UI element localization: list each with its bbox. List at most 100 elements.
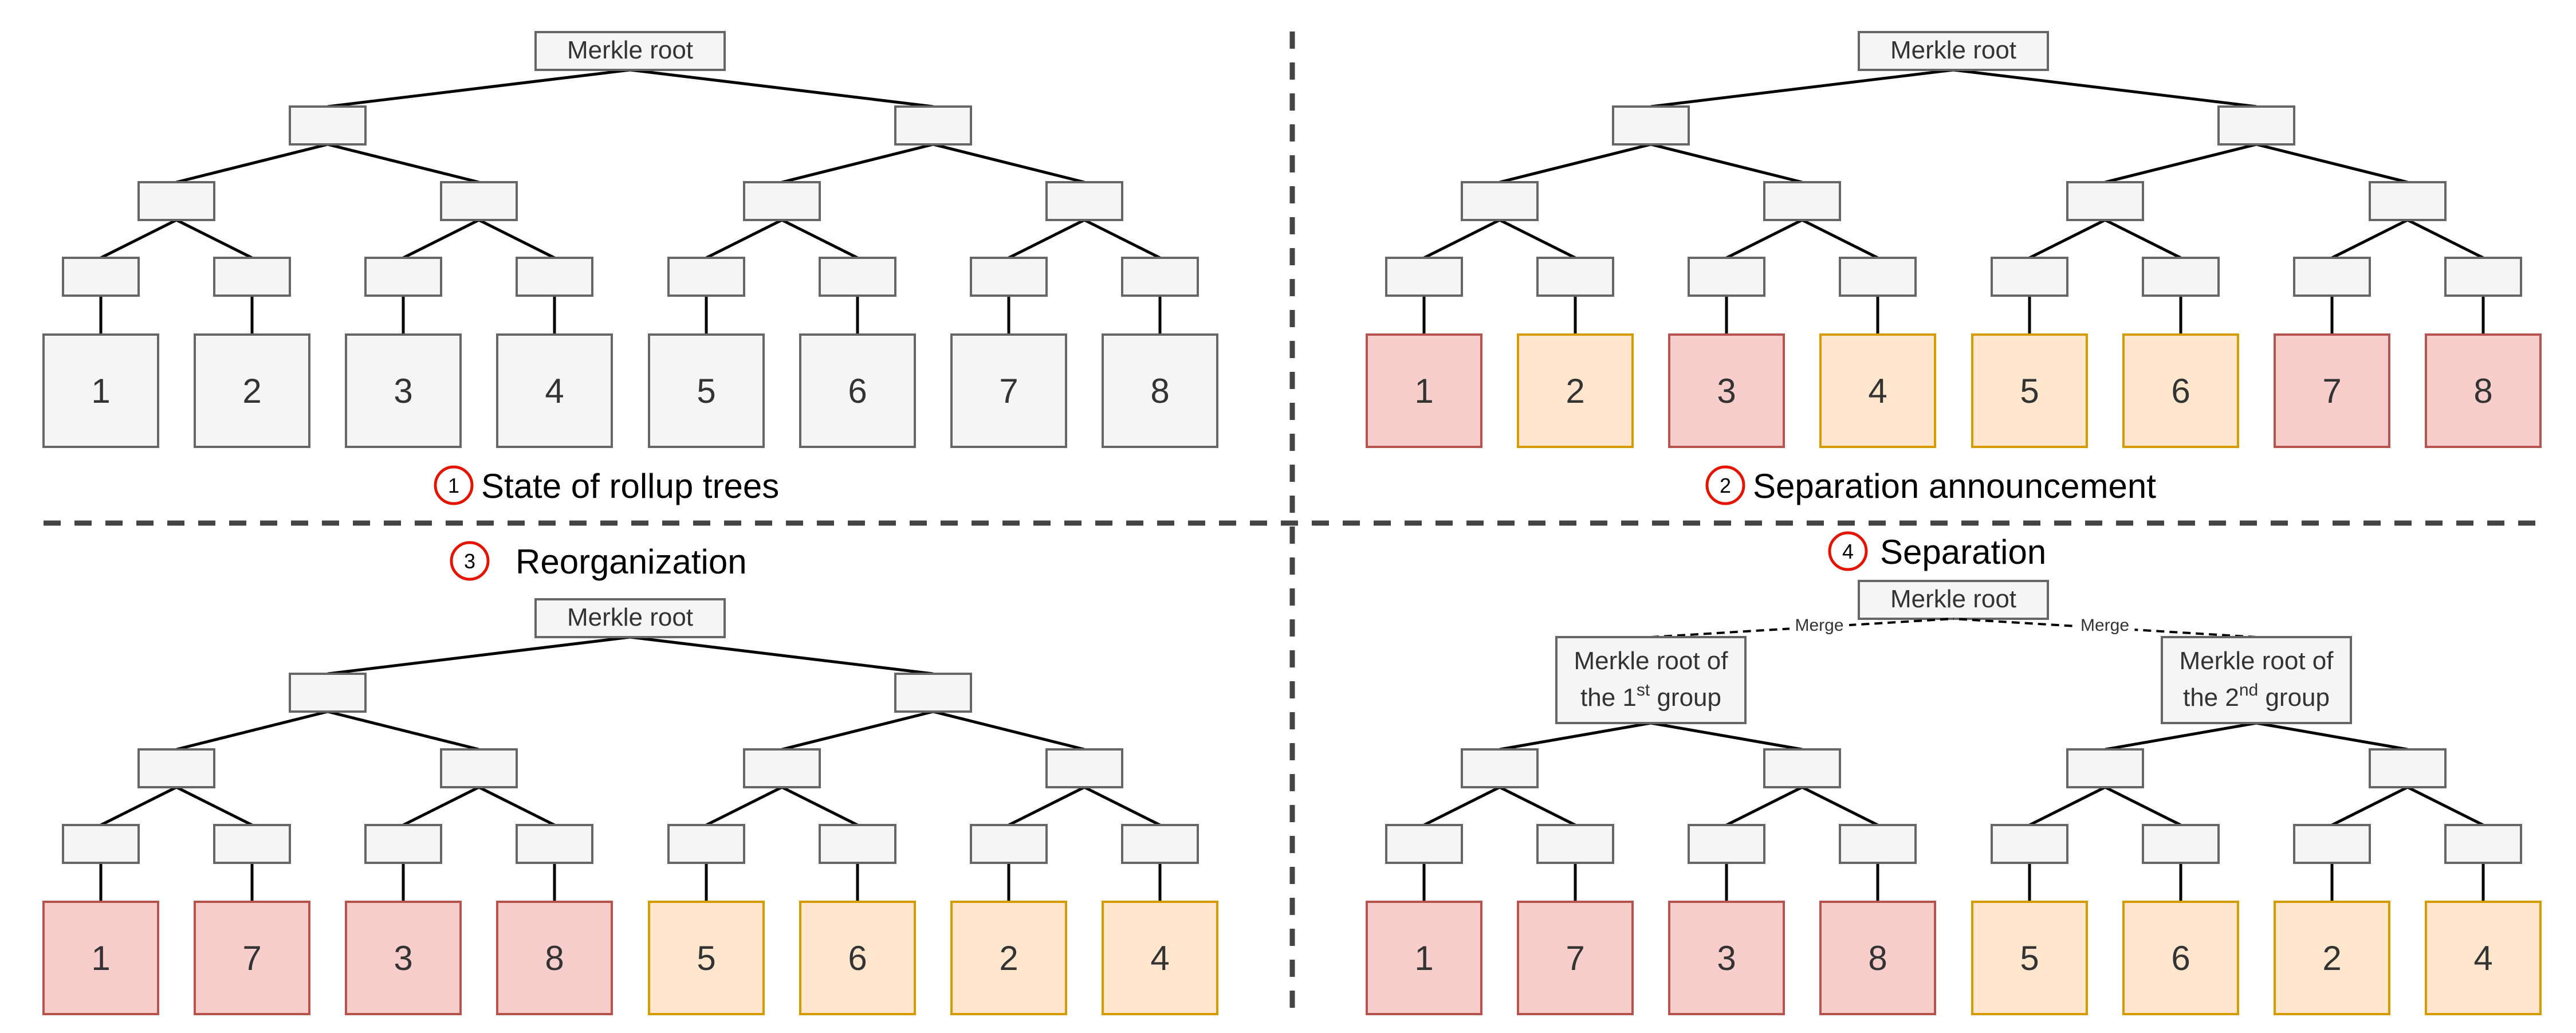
tree-edges <box>99 68 1162 335</box>
tree-node-level3 <box>1839 824 1917 864</box>
tree-node-level3 <box>819 824 896 864</box>
leaf-label: 1 <box>1414 939 1433 977</box>
tree-node-level1 <box>2217 105 2295 146</box>
leaf-label: 3 <box>1717 372 1736 410</box>
leaf-node-2 <box>2274 901 2390 1015</box>
tree-node-level3 <box>2293 257 2371 297</box>
group-root-line2-suffix: group <box>2258 684 2330 712</box>
tree-node-level3 <box>1385 824 1463 864</box>
leaf-label: 4 <box>1868 372 1887 410</box>
edge-l1-l2 <box>1650 143 1803 184</box>
leaf-label: 4 <box>1150 939 1169 977</box>
tree-node-level3 <box>364 824 442 864</box>
tree-node-level2 <box>440 181 518 221</box>
leaf-label: 5 <box>697 372 715 410</box>
edge-l2-l3 <box>705 785 783 827</box>
tree-node-level3 <box>213 824 291 864</box>
edge-l2-l3 <box>781 218 859 260</box>
leaf-node-4 <box>2425 901 2542 1015</box>
edge-l2-l3 <box>2331 785 2409 827</box>
merkle-root-node <box>1858 580 2049 620</box>
edge-root-l1 <box>327 635 631 675</box>
edge-l2-l3 <box>1423 785 1501 827</box>
leaf-node-4 <box>1819 333 1936 448</box>
leaf-node-6 <box>799 333 916 448</box>
leaf-label: 3 <box>1717 939 1736 977</box>
tree-node-level3 <box>1121 257 1199 297</box>
edge-l2-l3 <box>2406 218 2484 260</box>
tree-node-level2 <box>1461 181 1539 221</box>
edge-root-l1 <box>630 68 934 108</box>
group-root-line2: the 2nd group <box>2183 681 2330 712</box>
group-root-node-1 <box>1555 636 1747 724</box>
group-root-line2-superscript: nd <box>2239 681 2258 700</box>
leaf-node-1 <box>42 333 159 448</box>
step-badge-number: 1 <box>448 474 459 497</box>
edge-l2-l3 <box>175 218 253 260</box>
tree-node-level1 <box>894 673 972 713</box>
edge-l1-l2 <box>327 710 479 751</box>
leaf-label: 3 <box>394 372 412 410</box>
leaf-label: 6 <box>2171 372 2190 410</box>
tree-node-level3 <box>1688 257 1765 297</box>
edge-l2-l3 <box>1801 785 1879 827</box>
tree-node-level2 <box>1763 748 1841 788</box>
edge-root-l1 <box>630 635 934 675</box>
tree-node-level3 <box>516 824 593 864</box>
leaf-node-5 <box>648 333 765 448</box>
edge-l2-l3 <box>2331 218 2409 260</box>
leaf-node-1 <box>42 901 159 1015</box>
tree-node-level2 <box>2066 748 2144 788</box>
tree-edges <box>99 635 1162 902</box>
merkle-root-label: Merkle root <box>567 36 693 64</box>
merkle-root-label: Merkle root <box>567 603 693 631</box>
tree-node-level3 <box>2444 257 2522 297</box>
tree-node-level3 <box>1536 824 1614 864</box>
merkle-root-node <box>534 31 726 71</box>
leaf-label: 5 <box>2020 939 2039 977</box>
edge-l1-l2 <box>176 710 328 751</box>
edge-l2-l3 <box>2104 218 2182 260</box>
leaf-node-6 <box>2122 901 2239 1015</box>
merkle-root-node <box>534 598 726 638</box>
tree-node-level3 <box>2142 824 2220 864</box>
leaf-label: 7 <box>1566 939 1584 977</box>
tree-node-level3 <box>213 257 291 297</box>
edge-l2-l3 <box>402 785 480 827</box>
merkle-root-node <box>1858 31 2049 71</box>
merge-label: Merge <box>1795 616 1843 635</box>
leaf-node-7 <box>1517 901 1634 1015</box>
tree-node-level1 <box>1612 105 1690 146</box>
leaf-label: 6 <box>848 372 867 410</box>
step-badge-number: 3 <box>464 549 475 573</box>
tree-edges <box>1422 721 2485 902</box>
tree-node-level2 <box>2066 181 2144 221</box>
edge-l2-l3 <box>402 218 480 260</box>
tree-node-level3 <box>667 257 745 297</box>
group-root-line2-prefix: the 1 <box>1580 684 1637 712</box>
tree-node-level3 <box>1121 824 1199 864</box>
tree-node-level2 <box>137 748 215 788</box>
leaf-node-3 <box>1668 901 1785 1015</box>
tree-node-level3 <box>364 257 442 297</box>
leaf-label: 2 <box>2322 939 2341 977</box>
panel-caption: Separation announcement <box>1753 467 2156 505</box>
leaf-label: 5 <box>697 939 715 977</box>
panel-caption: Separation <box>1880 533 2046 571</box>
leaf-node-6 <box>2122 333 2239 448</box>
leaf-node-2 <box>194 333 310 448</box>
edge-l1-l2 <box>176 143 328 184</box>
tree-node-level3 <box>819 257 896 297</box>
edge-l1-l2 <box>2105 143 2257 184</box>
tree-node-level2 <box>743 748 821 788</box>
step-badge-4 <box>1828 531 1868 571</box>
leaf-node-5 <box>1971 901 2088 1015</box>
leaf-label: 7 <box>999 372 1018 410</box>
edge-root-l1 <box>327 68 631 108</box>
tree-node-level1 <box>289 105 367 146</box>
edge-l2-l3 <box>781 785 859 827</box>
step-badge-3 <box>450 541 490 581</box>
